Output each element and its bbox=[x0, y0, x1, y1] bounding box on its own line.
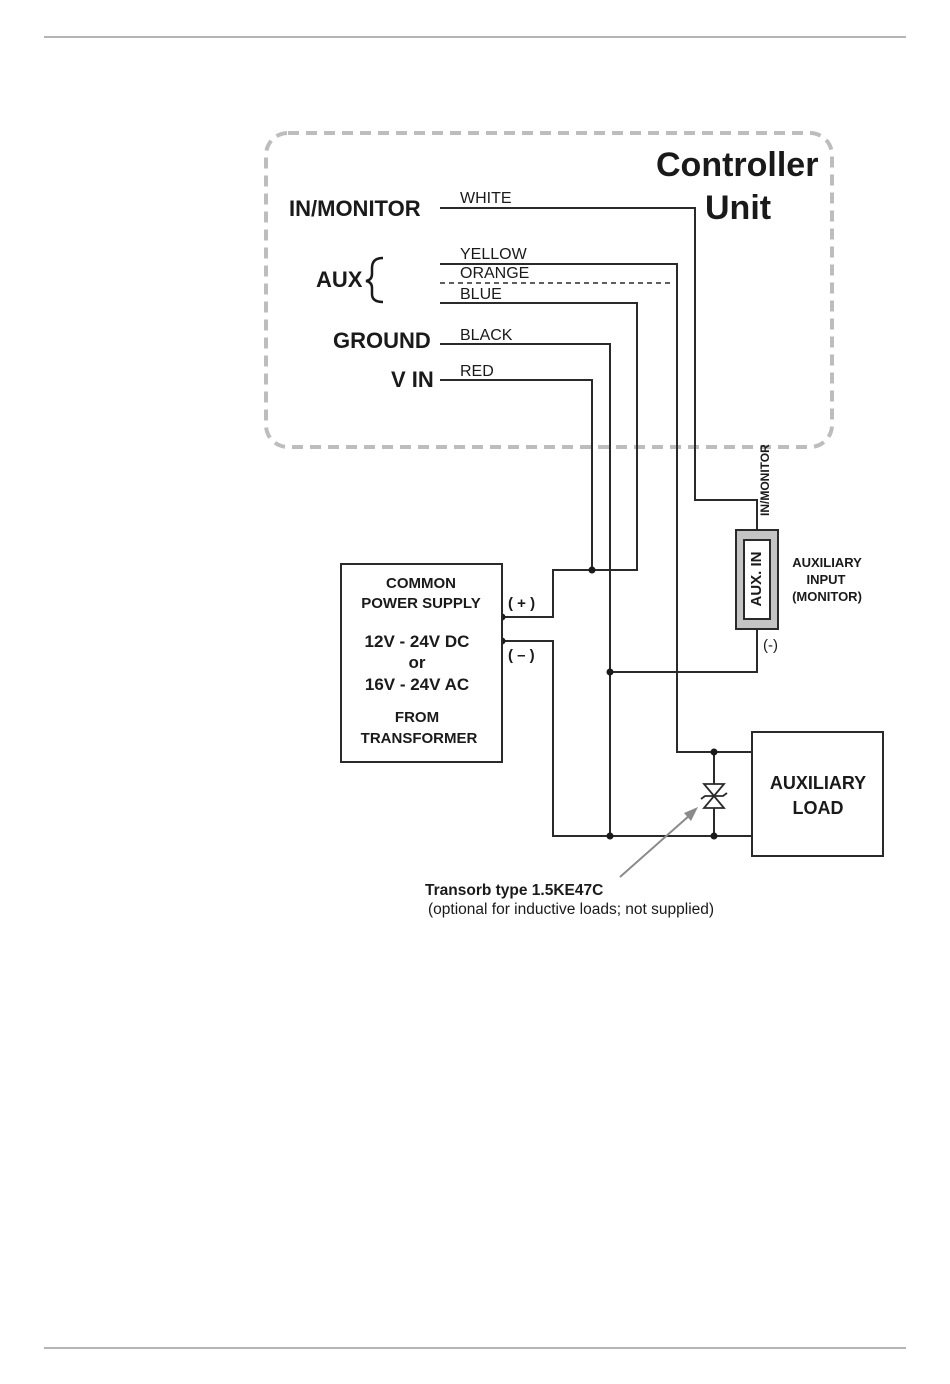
junction-dot bbox=[711, 833, 718, 840]
ps-line3: 12V - 24V DC bbox=[365, 632, 470, 651]
wire-label-red: RED bbox=[460, 363, 494, 380]
aux-brace bbox=[366, 258, 383, 302]
controller-title-line1: Controller bbox=[656, 146, 818, 184]
wire-label-orange: ORANGE bbox=[460, 265, 529, 282]
transorb-icon bbox=[701, 784, 727, 808]
ps-line5: 16V - 24V AC bbox=[365, 675, 469, 694]
auxiliary-load-box bbox=[752, 732, 883, 856]
junction-dot bbox=[589, 567, 596, 574]
transorb-note-line1: Transorb type 1.5KE47C bbox=[425, 882, 603, 899]
wire-label-blue: BLUE bbox=[460, 286, 502, 303]
signal-aux: AUX bbox=[316, 267, 363, 292]
wire-label-yellow: YELLOW bbox=[460, 246, 528, 263]
ps-line4: or bbox=[409, 653, 426, 672]
ps-minus-label: ( – ) bbox=[508, 647, 535, 664]
wire-red bbox=[440, 380, 592, 570]
aux-input-module-label: AUX. IN bbox=[748, 551, 765, 606]
aux-input-desc-line3: (MONITOR) bbox=[792, 589, 862, 604]
signal-vin: V IN bbox=[391, 367, 434, 392]
aux-load-line1: AUXILIARY bbox=[770, 773, 866, 793]
transorb-note-line2: (optional for inductive loads; not suppl… bbox=[428, 901, 714, 918]
aux-input-desc-line2: INPUT bbox=[807, 572, 846, 587]
aux-input-top-terminal: IN/MONITOR bbox=[758, 444, 772, 516]
ps-line7: TRANSFORMER bbox=[361, 730, 478, 747]
transorb-arrow-line bbox=[620, 815, 690, 877]
wire-label-white: WHITE bbox=[460, 190, 512, 207]
signal-ground: GROUND bbox=[333, 328, 431, 353]
ps-line6: FROM bbox=[395, 709, 439, 726]
ps-line2: POWER SUPPLY bbox=[361, 595, 480, 612]
ps-plus-label: ( + ) bbox=[508, 595, 535, 612]
junction-dot bbox=[711, 749, 718, 756]
controller-title-line2: Unit bbox=[705, 189, 771, 227]
wire-label-black: BLACK bbox=[460, 327, 513, 344]
wire-aux-in-minus bbox=[610, 629, 757, 672]
aux-input-minus-terminal: (-) bbox=[763, 637, 778, 654]
junction-dot bbox=[607, 833, 614, 840]
wire-ps-minus bbox=[502, 641, 752, 836]
aux-load-line2: LOAD bbox=[793, 798, 844, 818]
junction-dot bbox=[607, 669, 614, 676]
aux-input-desc-line1: AUXILIARY bbox=[792, 555, 862, 570]
signal-in-monitor: IN/MONITOR bbox=[289, 196, 421, 221]
ps-line1: COMMON bbox=[386, 575, 456, 592]
